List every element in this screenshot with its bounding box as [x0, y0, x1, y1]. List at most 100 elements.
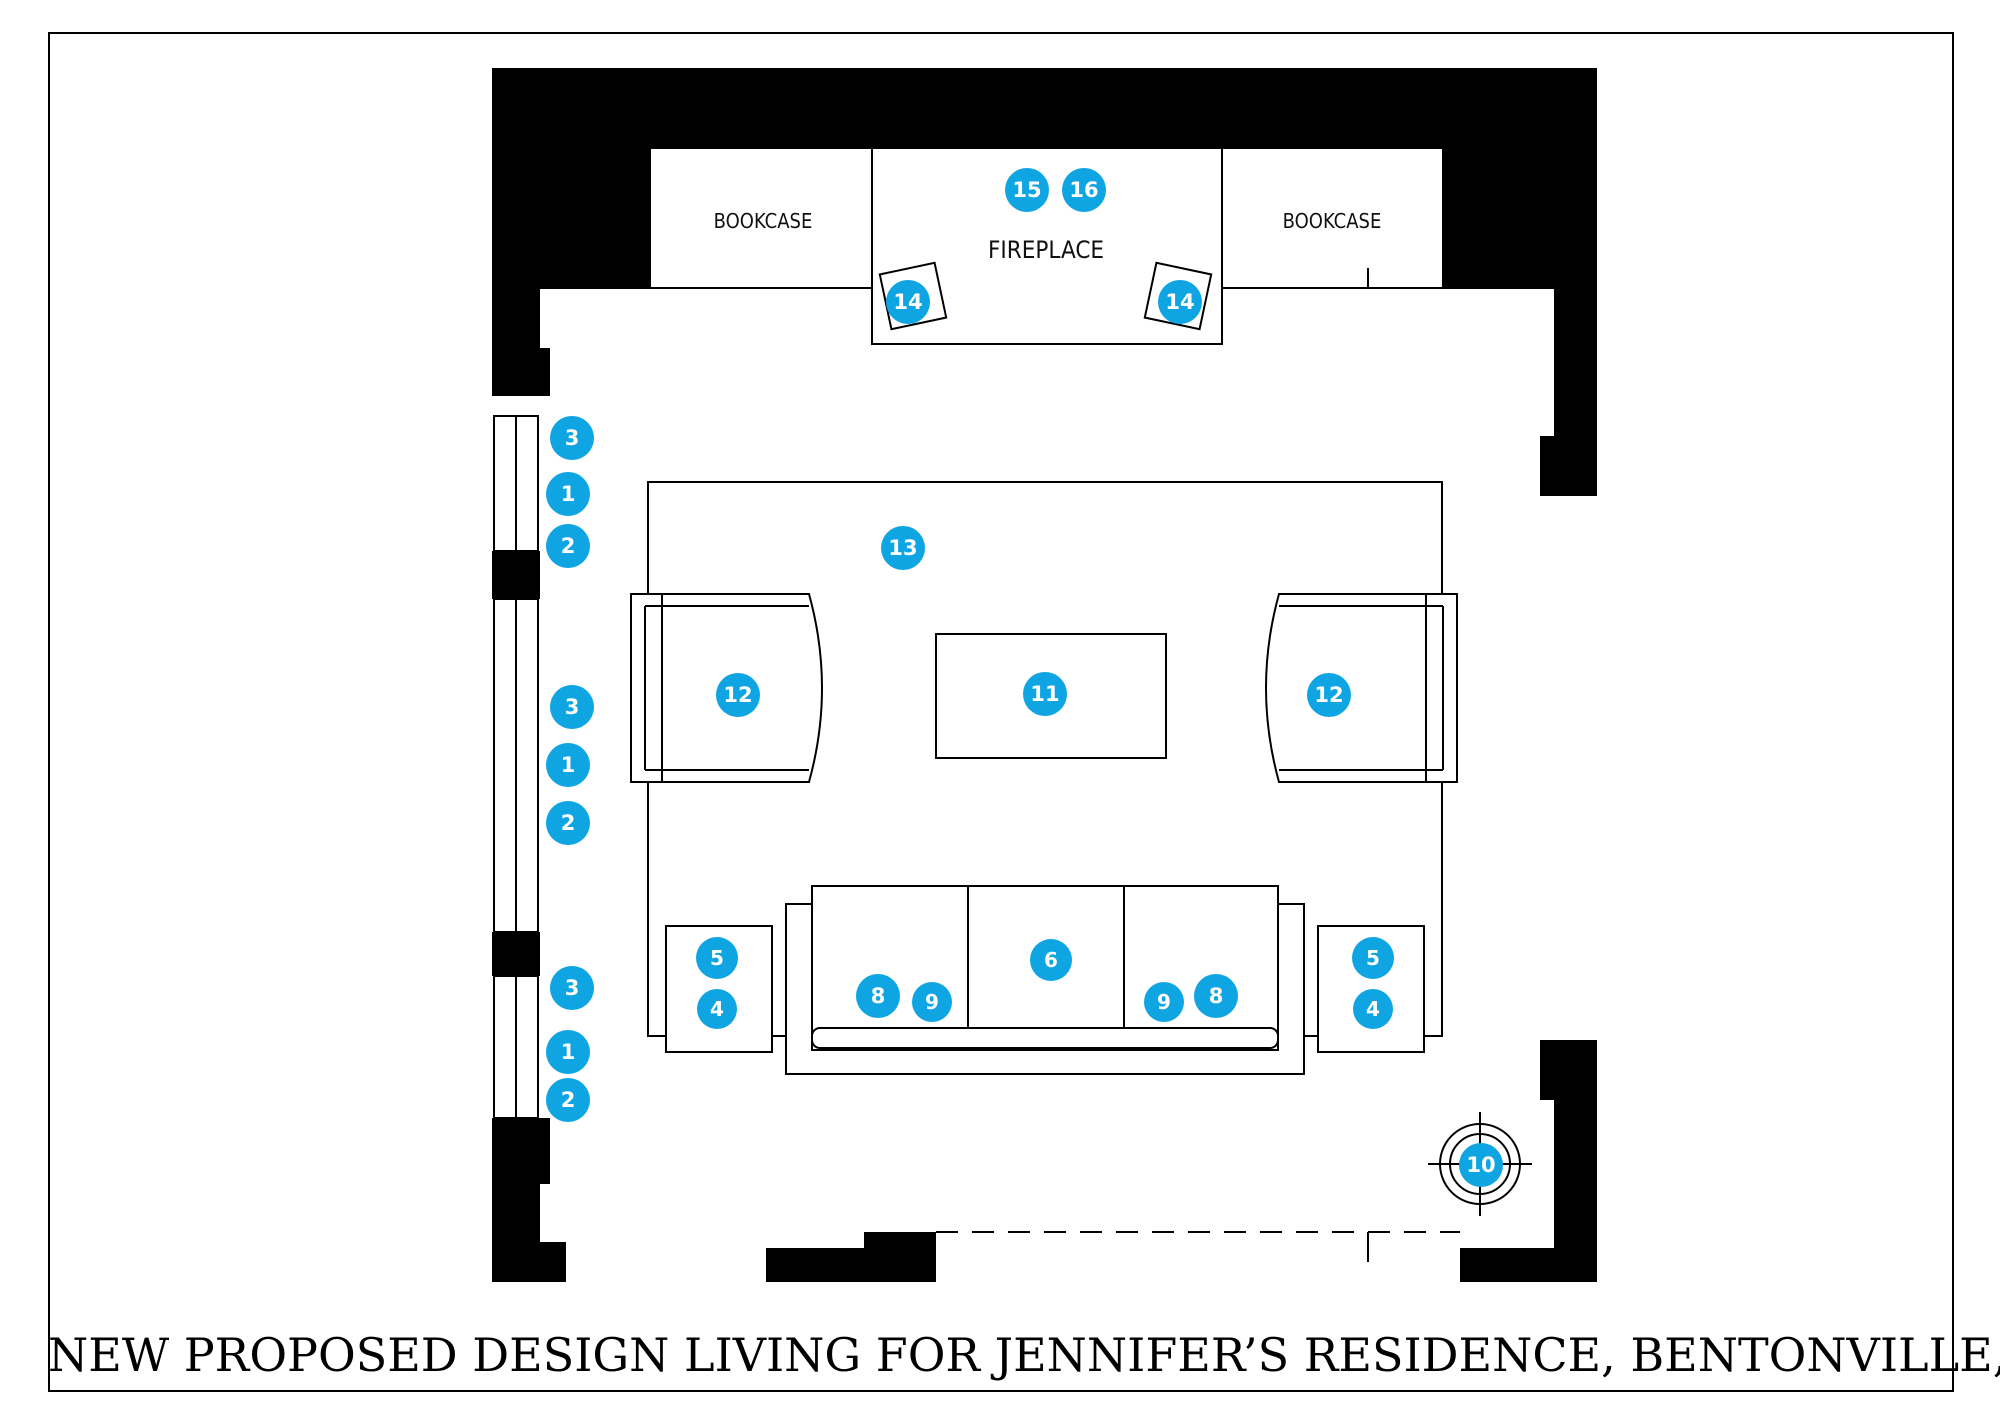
badge-window-top-2: 2: [546, 524, 590, 568]
badge-fireplace-16: 16: [1062, 168, 1106, 212]
drawing-caption: NEW PROPOSED DESIGN LIVING FOR JENNIFER’…: [48, 1328, 2000, 1382]
badge-circle: [697, 989, 737, 1029]
badge-side-table-right-5: 5: [1352, 937, 1394, 979]
badge-circle: [1005, 168, 1049, 212]
bookcase-right: [1221, 147, 1444, 289]
badge-number: 3: [565, 426, 580, 450]
badge-number: 2: [561, 534, 576, 558]
badge-number: 3: [565, 695, 580, 719]
badge-number: 3: [565, 976, 580, 1000]
badge-circle: [912, 982, 952, 1022]
badge-number: 9: [1157, 990, 1171, 1014]
badge-chair-left-12: 12: [716, 673, 760, 717]
bookcase-left: [649, 147, 873, 289]
badge-circle: [1307, 673, 1351, 717]
badge-floor-lamp-10: 10: [1459, 1143, 1503, 1187]
badge-number: 4: [710, 997, 724, 1021]
badge-sofa-left-8: 8: [856, 974, 900, 1018]
badge-circle: [1194, 974, 1238, 1018]
badge-number: 13: [888, 536, 917, 560]
badge-number: 9: [925, 990, 939, 1014]
badge-circle: [1030, 939, 1072, 981]
sofa-front-rail: [811, 1027, 1279, 1049]
badge-circle: [716, 673, 760, 717]
badge-circle: [1144, 982, 1184, 1022]
badge-circle: [546, 524, 590, 568]
floor-lamp: [1428, 1112, 1532, 1216]
badge-window-top-1: 1: [546, 472, 590, 516]
badge-circle: [1023, 672, 1067, 716]
badge-circle: [1459, 1143, 1503, 1187]
badge-side-table-left-4: 4: [697, 989, 737, 1029]
badge-circle: [1352, 937, 1394, 979]
badge-circle: [546, 472, 590, 516]
badge-number: 16: [1069, 178, 1098, 202]
windows: [493, 415, 539, 1119]
badge-number: 2: [561, 811, 576, 835]
left-wall-pier-2: [492, 932, 540, 976]
badge-window-mid-1: 1: [546, 743, 590, 787]
badge-circle: [546, 801, 590, 845]
badge-circle: [550, 416, 594, 460]
right-wall-top: [1554, 288, 1597, 436]
left-wall-jamb-top: [492, 348, 550, 396]
badge-sofa-right-8: 8: [1194, 974, 1238, 1018]
badge-number: 6: [1044, 948, 1058, 972]
badge-window-bot-3: 3: [550, 966, 594, 1010]
drawing-frame: [48, 32, 1954, 1392]
badge-circle: [546, 1030, 590, 1074]
right-wall-jamb-top: [1540, 436, 1597, 496]
badge-number: 4: [1366, 997, 1380, 1021]
badge-number: 14: [893, 290, 922, 314]
bottom-wall-left-step: [864, 1232, 936, 1248]
badge-window-bot-1: 1: [546, 1030, 590, 1074]
badge-number: 12: [1314, 683, 1343, 707]
badge-number: 1: [561, 753, 576, 777]
badge-number: 5: [1366, 946, 1380, 970]
badge-circle: [546, 1078, 590, 1122]
badge-window-mid-2: 2: [546, 801, 590, 845]
badge-circle: [881, 526, 925, 570]
badge-circle: [856, 974, 900, 1018]
bookcase-left-label: BOOKCASE: [714, 209, 813, 233]
badge-circle: [550, 685, 594, 729]
fireplace-label: FIREPLACE: [988, 236, 1104, 264]
badge-number: 14: [1165, 290, 1194, 314]
left-wall-bottom: [492, 1184, 540, 1242]
bottom-wall-right: [1460, 1248, 1597, 1282]
badge-circle: [1353, 989, 1393, 1029]
badge-hearth-right-14: 14: [1158, 280, 1202, 324]
badge-number: 1: [561, 482, 576, 506]
left-wall-foot: [492, 1242, 566, 1282]
top-wall-right-pier: [1443, 148, 1597, 288]
badge-number: 2: [561, 1088, 576, 1112]
badge-number: 15: [1012, 178, 1041, 202]
badge-circle: [546, 743, 590, 787]
left-wall-jamb-bottom: [492, 1118, 550, 1184]
bottom-wall-left: [766, 1248, 936, 1282]
badge-sofa-6: 6: [1030, 939, 1072, 981]
badge-fireplace-15: 15: [1005, 168, 1049, 212]
built-ins: [540, 147, 1554, 345]
badge-number: 10: [1466, 1153, 1495, 1177]
side-table-left: [665, 925, 773, 1053]
badge-number: 12: [723, 683, 752, 707]
badge-number: 1: [561, 1040, 576, 1064]
bookcase-right-label: BOOKCASE: [1283, 209, 1382, 233]
badge-number: 8: [871, 984, 886, 1008]
left-wall-pier-1: [492, 551, 540, 599]
badge-circle: [1062, 168, 1106, 212]
walls: [492, 68, 1597, 1282]
badge-hearth-left-14: 14: [886, 280, 930, 324]
badge-circle: [696, 937, 738, 979]
doorway: [936, 1231, 1460, 1262]
badge-number: 11: [1030, 682, 1059, 706]
badge-side-table-left-5: 5: [696, 937, 738, 979]
badge-circle: [1158, 280, 1202, 324]
badge-window-mid-3: 3: [550, 685, 594, 729]
top-wall: [492, 68, 1597, 148]
badge-circle: [550, 966, 594, 1010]
badge-coffee-table-11: 11: [1023, 672, 1067, 716]
